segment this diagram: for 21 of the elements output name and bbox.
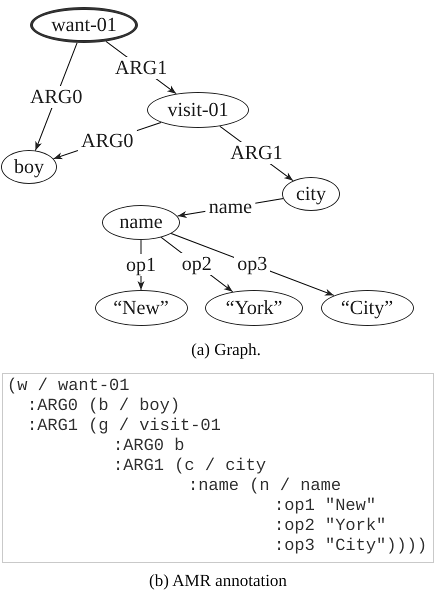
edge-label: ARG0 (78, 130, 136, 152)
concept-ellipse: “New” (94, 290, 188, 326)
concept-ellipse: boy (1, 150, 57, 184)
concept-ellipse: “City” (320, 290, 414, 326)
code-line: :op2 "York" (274, 517, 386, 537)
concept-ellipse: “York” (205, 290, 303, 326)
figure-caption: (b) AMR annotation (149, 571, 287, 591)
code-line: :ARG1 (c / city (113, 457, 266, 477)
code-line: (w / want-01 (7, 377, 130, 397)
code-line: :ARG0 (b / boy) (27, 397, 180, 417)
concept-ellipse: city (282, 177, 340, 211)
code-line: :name (n / name (188, 477, 342, 497)
concept-ellipse: visit-01 (147, 92, 249, 128)
concept-ellipse: want-01 (30, 7, 138, 43)
concept-ellipse: name (102, 204, 180, 240)
code-line: :ARG0 b (113, 437, 184, 457)
code-line: :ARG1 (g / visit-01 (27, 417, 221, 437)
code-line: :op1 "New" (274, 497, 376, 517)
code-panel (2, 373, 434, 563)
code-line: :op3 "City")))) (274, 537, 428, 557)
figure-caption: (a) Graph. (191, 340, 261, 360)
